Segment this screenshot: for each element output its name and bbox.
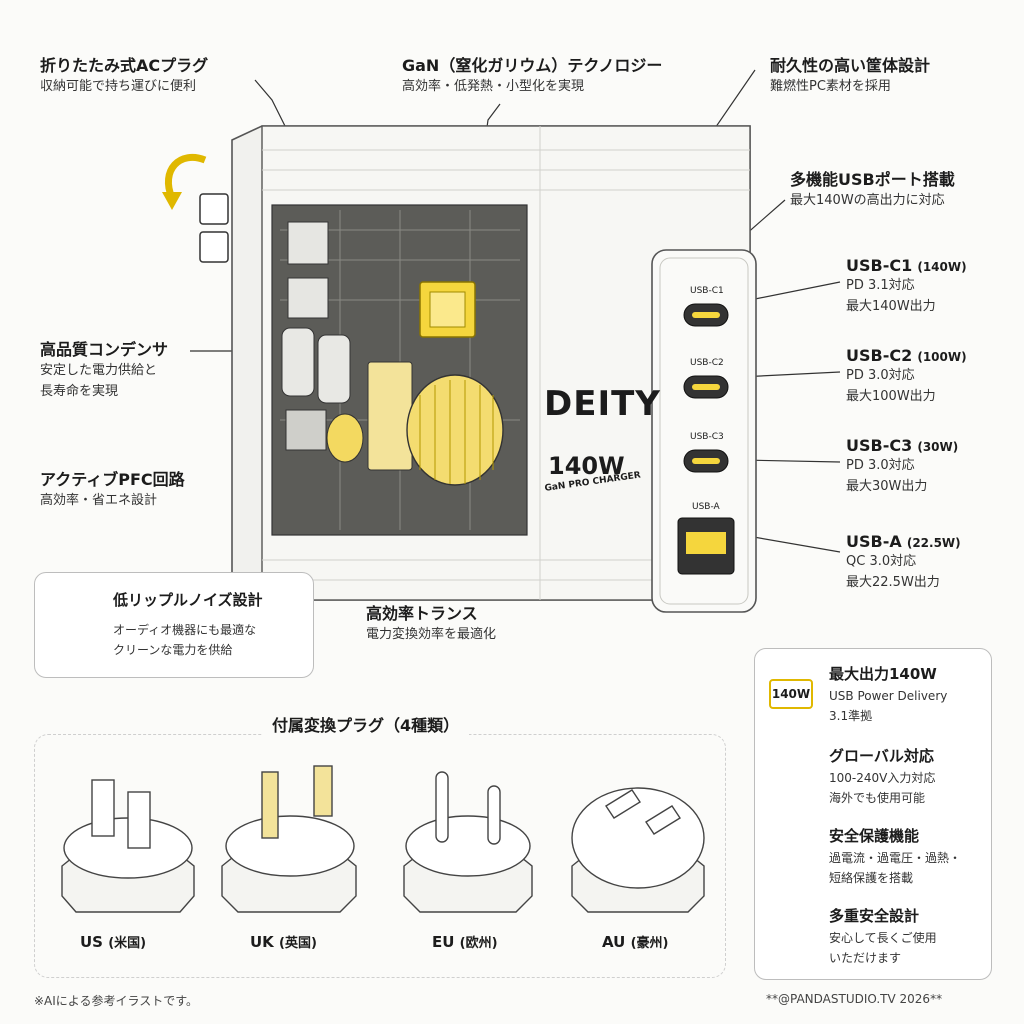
noise-line2: クリーンな電力を供給	[113, 643, 233, 657]
port-callout-c2: USB-C2 (100W) PD 3.0対応 最大100W出力	[846, 346, 967, 407]
callout-title: 耐久性の高い筐体設計	[770, 56, 931, 75]
callout-title: 折りたたみ式ACプラグ	[40, 56, 209, 75]
port-line1: QC 3.0対応	[846, 554, 917, 569]
plug-us-illustration	[61, 779, 195, 913]
plug-au-illustration	[571, 787, 705, 913]
fold-arrow-icon	[164, 153, 207, 200]
plug-label-us: US (米国)	[80, 933, 147, 951]
port-line2: 最大140W出力	[846, 299, 936, 314]
footer-credit: **@PANDASTUDIO.TV 2026**	[766, 992, 943, 1006]
product-watt: 140W	[548, 452, 625, 480]
port-power: (30W)	[917, 440, 959, 454]
noise-title: 低リップルノイズ設計	[113, 591, 263, 609]
callout-title: GaN（窒化ガリウム）テクノロジー	[402, 56, 663, 75]
callout-sub: 収納可能で持ち運びに便利	[40, 79, 197, 94]
feature-title: 最大出力140W	[829, 665, 937, 683]
140w-badge-icon: 140W	[769, 679, 813, 709]
port-line2: 最大30W出力	[846, 479, 928, 494]
feature-line1: 100-240V入力対応	[829, 771, 936, 785]
port-line1: PD 3.0対応	[846, 458, 915, 473]
footer-note: ※AIによる参考イラストです。	[34, 994, 199, 1008]
callout-sub: 長寿命を実現	[40, 384, 119, 399]
plugs-title: 付属変換プラグ（4種類）	[262, 712, 470, 736]
plug-eu-illustration	[403, 771, 533, 913]
callout-title: 多機能USBポート搭載	[790, 170, 955, 189]
port-line2: 最大22.5W出力	[846, 575, 940, 590]
callout-sub: 高効率・省エネ設計	[40, 493, 158, 508]
callout-title: アクティブPFC回路	[40, 470, 185, 489]
feature-line1: USB Power Delivery	[829, 689, 948, 703]
port-tag-c3: USB-C3	[690, 432, 724, 442]
feature-line2: 3.1準拠	[829, 709, 873, 723]
port-callout-c3: USB-C3 (30W) PD 3.0対応 最大30W出力	[846, 436, 958, 497]
noise-line1: オーディオ機器にも最適な	[113, 623, 257, 637]
noise-box: 低リップルノイズ設計 オーディオ機器にも最適な クリーンな電力を供給	[34, 572, 314, 678]
feature-title: グローバル対応	[829, 747, 934, 765]
port-line2: 最大100W出力	[846, 389, 936, 404]
port-name: USB-C1	[846, 256, 913, 275]
plug-label-uk: UK (英国)	[250, 933, 317, 951]
callout-sub: 最大140Wの高出力に対応	[790, 193, 945, 208]
port-name: USB-A	[846, 532, 902, 551]
plug-label-au: AU (豪州)	[602, 933, 669, 951]
port-name: USB-C2	[846, 346, 913, 365]
callout-usb-ports: 多機能USBポート搭載 最大140Wの高出力に対応	[790, 166, 955, 211]
callout-sub: 難燃性PC素材を採用	[770, 79, 891, 94]
callout-sub: 安定した電力供給と	[40, 363, 158, 378]
brand-logo: DEITY	[544, 384, 661, 424]
plug-uk-illustration	[221, 765, 357, 913]
callout-gan: GaN（窒化ガリウム）テクノロジー 高効率・低発熱・小型化を実現	[402, 52, 662, 97]
internal-pcb	[271, 204, 528, 536]
callout-title: 高効率トランス	[366, 604, 478, 623]
feature-line2: 海外でも使用可能	[829, 791, 926, 805]
ac-prongs	[199, 193, 229, 263]
callout-housing: 耐久性の高い筐体設計 難燃性PC素材を採用	[770, 52, 930, 97]
port-callout-a: USB-A (22.5W) QC 3.0対応 最大22.5W出力	[846, 532, 961, 593]
port-power: (140W)	[917, 260, 967, 274]
port-tag-a: USB-A	[692, 502, 720, 512]
callout-ac-plug: 折りたたみ式ACプラグ 収納可能で持ち運びに便利	[40, 52, 208, 97]
feature-title: 安全保護機能	[829, 827, 920, 845]
port-line1: PD 3.0対応	[846, 368, 915, 383]
port-callout-c1: USB-C1 (140W) PD 3.1対応 最大140W出力	[846, 256, 967, 317]
feature-title: 多重安全設計	[829, 907, 920, 925]
usb-ports	[677, 303, 735, 575]
port-name: USB-C3	[846, 436, 913, 455]
port-tag-c2: USB-C2	[690, 358, 724, 368]
port-line1: PD 3.1対応	[846, 278, 915, 293]
callout-transformer: 高効率トランス 電力変換効率を最適化	[366, 600, 496, 645]
feature-line2: いただけます	[829, 951, 902, 965]
callout-title: 高品質コンデンサ	[40, 340, 169, 359]
callout-sub: 電力変換効率を最適化	[366, 627, 497, 642]
callout-pfc: アクティブPFC回路 高効率・省エネ設計	[40, 466, 185, 511]
feature-line2: 短絡保護を搭載	[829, 871, 914, 885]
callout-sub: 高効率・低発熱・小型化を実現	[402, 79, 585, 94]
port-power: (22.5W)	[906, 536, 961, 550]
callout-capacitor: 高品質コンデンサ 安定した電力供給と 長寿命を実現	[40, 336, 168, 402]
feature-line1: 安心して長くご使用	[829, 931, 937, 945]
plug-label-eu: EU (欧州)	[432, 933, 498, 951]
feature-line1: 過電流・過電圧・過熱・	[829, 851, 962, 865]
features-box: 140W 最大出力140W USB Power Delivery 3.1準拠 グ…	[754, 648, 992, 980]
port-power: (100W)	[917, 350, 967, 364]
port-tag-c1: USB-C1	[690, 286, 724, 296]
